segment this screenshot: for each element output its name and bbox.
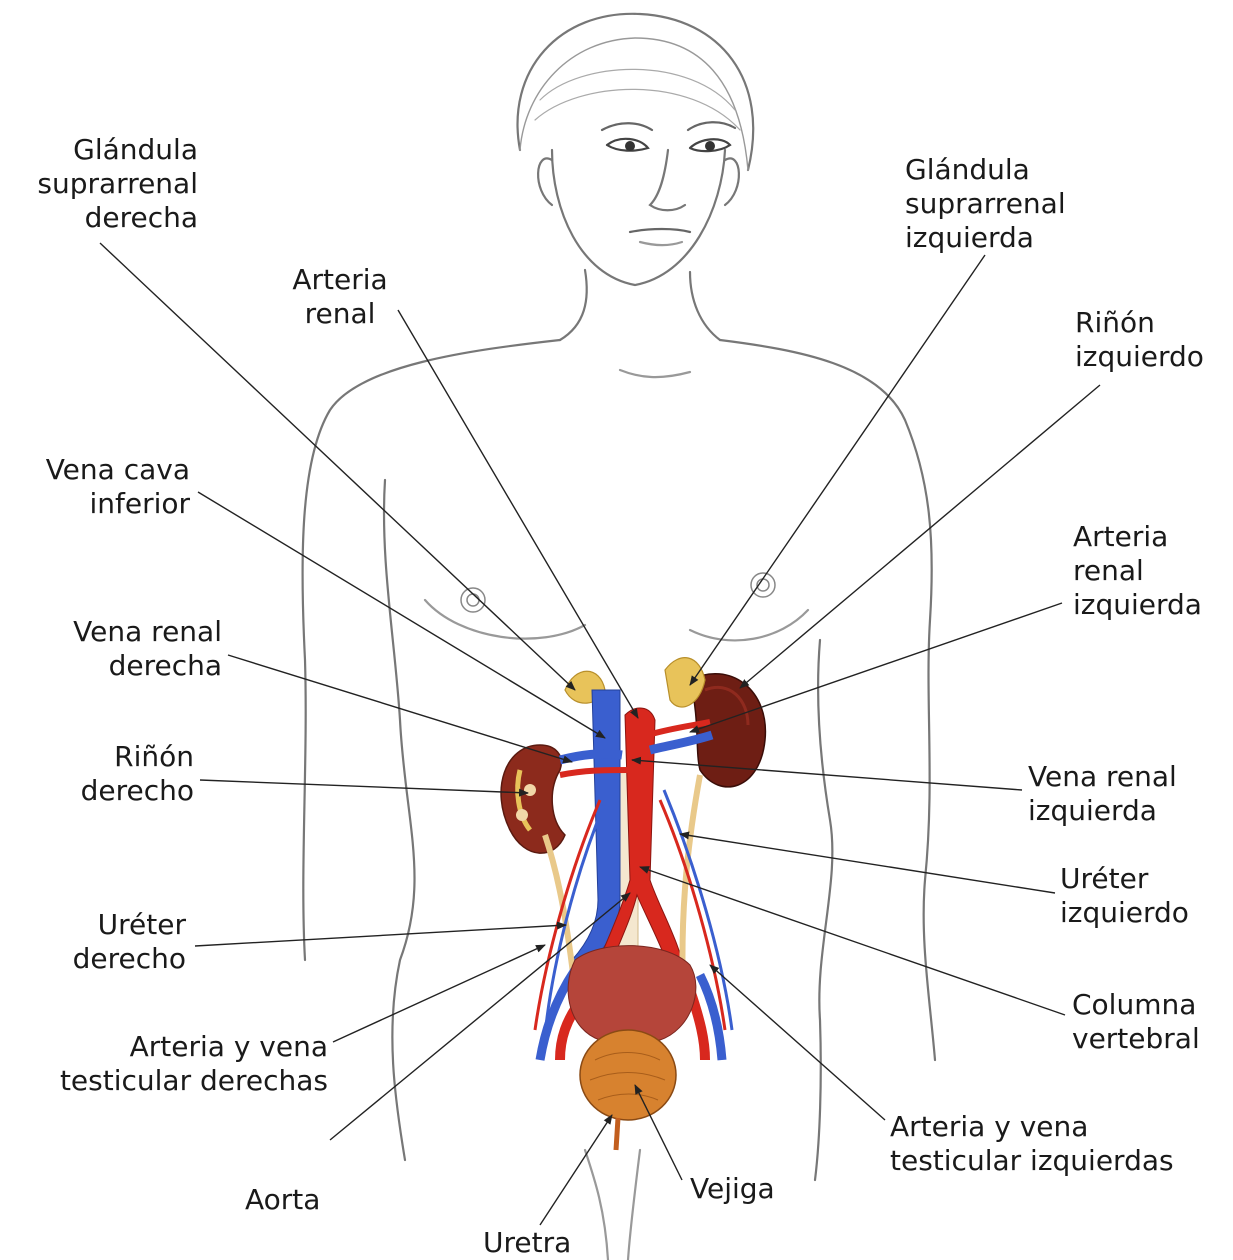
label-right-ureter: Uréter derecho bbox=[0, 908, 186, 976]
label-right-testicular: Arteria y vena testicular derechas bbox=[0, 1030, 328, 1098]
label-right-kidney: Riñón derecho bbox=[0, 740, 194, 808]
label-urethra: Uretra bbox=[483, 1226, 571, 1260]
label-left-ureter: Uréter izquierdo bbox=[1060, 862, 1189, 930]
label-left-renal-vein: Vena renal izquierda bbox=[1028, 760, 1177, 828]
label-right-renal-vein: Vena renal derecha bbox=[0, 615, 222, 683]
label-aorta: Aorta bbox=[245, 1183, 320, 1217]
label-left-renal-artery: Arteria renal izquierda bbox=[1073, 520, 1202, 622]
label-bladder: Vejiga bbox=[690, 1172, 775, 1206]
label-ivc: Vena cava inferior bbox=[0, 453, 190, 521]
label-left-testicular: Arteria y vena testicular izquierdas bbox=[890, 1110, 1174, 1178]
label-right-adrenal: Glándula suprarrenal derecha bbox=[0, 133, 198, 235]
label-left-kidney: Riñón izquierdo bbox=[1075, 306, 1204, 374]
label-renal-artery: Arteria renal bbox=[270, 263, 410, 331]
label-left-adrenal: Glándula suprarrenal izquierda bbox=[905, 153, 1066, 255]
label-spine: Columna vertebral bbox=[1072, 988, 1200, 1056]
